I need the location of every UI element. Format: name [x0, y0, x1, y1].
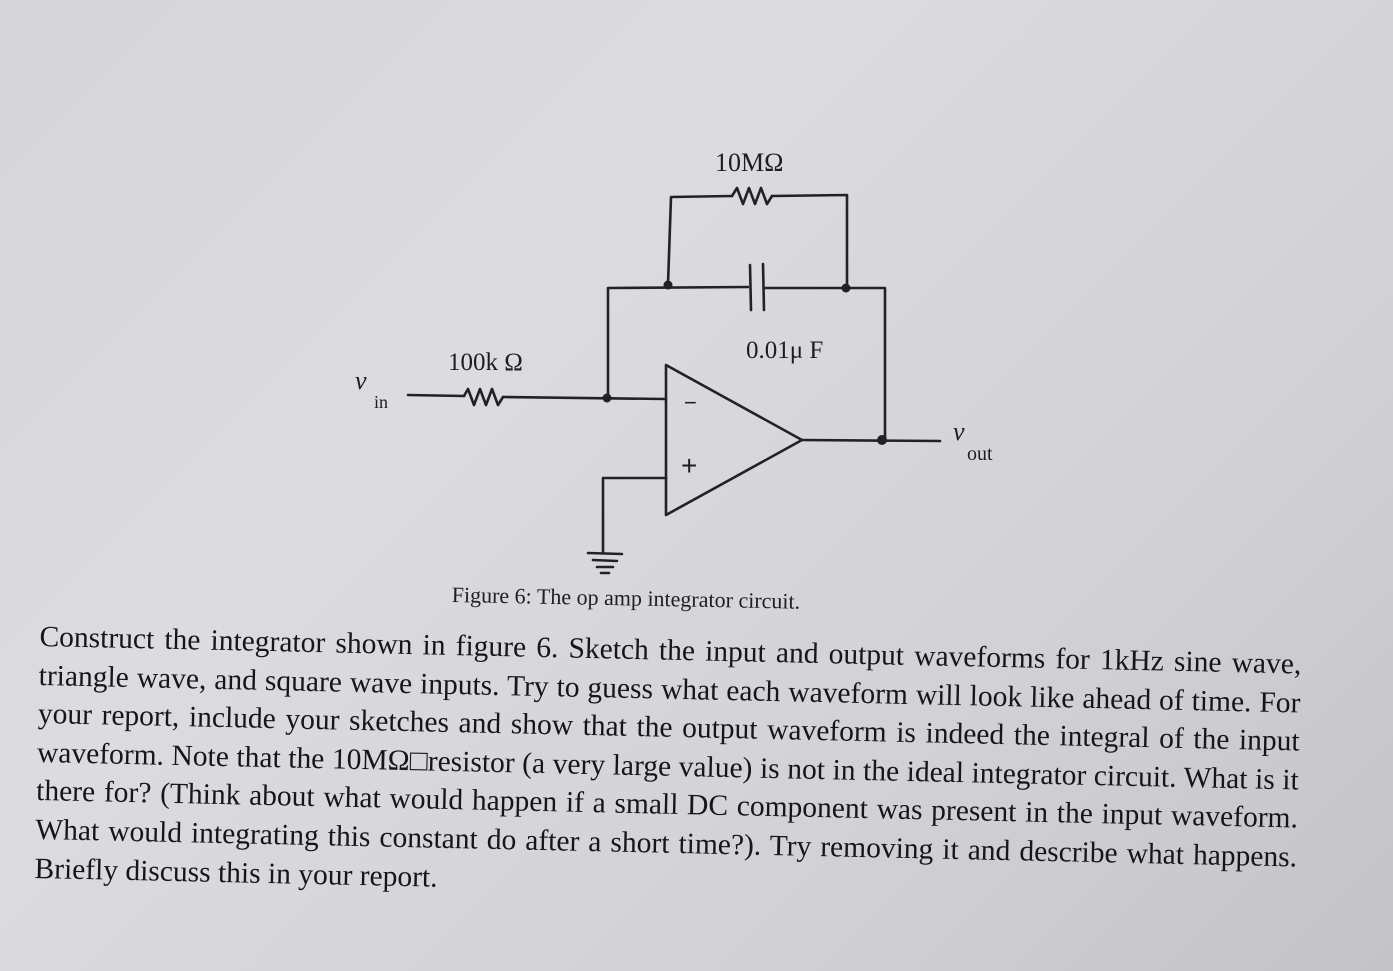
opamp-inverting-sign: −: [684, 390, 697, 415]
vin-subscript: in: [374, 392, 389, 412]
capacitor-plate-left: [748, 263, 753, 312]
junction-dot: [602, 393, 612, 403]
ground-wire: [601, 476, 668, 554]
ground-icon-bar-2: [591, 558, 619, 563]
opamp-noninverting-sign: +: [681, 450, 698, 481]
output-wire: [800, 438, 942, 443]
input-wire: [406, 393, 466, 398]
feedback-resistor-icon: [730, 186, 774, 206]
vout-symbol: v: [953, 417, 965, 446]
ground-icon-bar-1: [586, 551, 624, 556]
input-resistor-label: 100k Ω: [448, 349, 523, 376]
feedback-resistor-wire: [666, 194, 734, 286]
feedback-resistor-label: 10MΩ: [715, 148, 784, 177]
junction-dot: [663, 280, 673, 290]
body-paragraph: Construct the integrator shown in figure…: [34, 620, 1302, 894]
feedback-resistor-wire-right: [770, 193, 849, 290]
junction-dot: [841, 283, 851, 293]
vin-symbol: v: [355, 366, 367, 395]
capacitor-wire: [606, 285, 750, 399]
capacitor-plate-right: [761, 262, 766, 312]
integrator-circuit-diagram: [406, 186, 942, 575]
junction-dot: [877, 435, 887, 445]
capacitor-label: 0.01μ F: [746, 337, 824, 364]
input-resistor-icon: [462, 387, 505, 407]
opamp-symbol: [664, 363, 804, 517]
input-wire-right: [501, 395, 667, 401]
capacitor-wire-right: [763, 286, 887, 443]
vout-subscript: out: [967, 443, 993, 465]
